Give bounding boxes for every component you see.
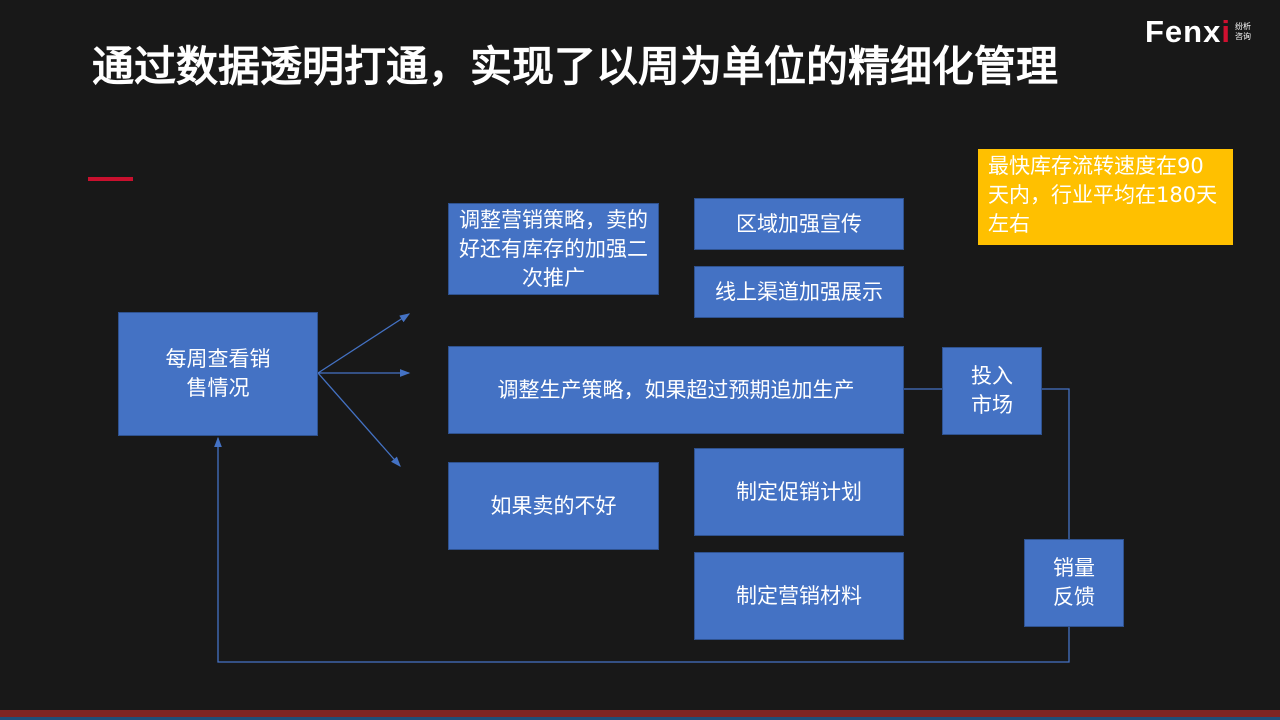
page-title: 通过数据透明打通，实现了以周为单位的精细化管理 — [92, 42, 1059, 91]
inventory-note: 最快库存流转速度在90天内，行业平均在180天左右 — [978, 149, 1233, 245]
box-sales-feedback: 销量反馈 — [1024, 539, 1124, 627]
box-bad-sales: 如果卖的不好 — [448, 462, 659, 550]
logo-sub2: 咨询 — [1234, 32, 1251, 41]
logo-sub1: 纷析 — [1234, 22, 1251, 31]
box-region-promo: 区域加强宣传 — [694, 198, 904, 250]
box-enter-market: 投入市场 — [942, 347, 1042, 435]
title-accent-line — [88, 177, 133, 181]
arrow-to-badsales — [317, 372, 401, 467]
logo-i: i — [1221, 14, 1231, 49]
footer-blue-band — [0, 717, 1280, 720]
box-online-display: 线上渠道加强展示 — [694, 266, 904, 318]
box-weekly-review: 每周查看销售情况 — [118, 312, 318, 436]
box-marketing-material: 制定营销材料 — [694, 552, 904, 640]
arrow-to-marketing — [317, 313, 411, 374]
footer-red-band — [0, 710, 1280, 717]
feedback-loop — [214, 388, 1070, 663]
box-production-strategy: 调整生产策略，如果超过预期追加生产 — [448, 346, 904, 434]
box-marketing-strategy: 调整营销策略，卖的好还有库存的加强二次推广 — [448, 203, 659, 295]
box-promo-plan: 制定促销计划 — [694, 448, 904, 536]
logo-word: Fenx — [1145, 14, 1222, 49]
